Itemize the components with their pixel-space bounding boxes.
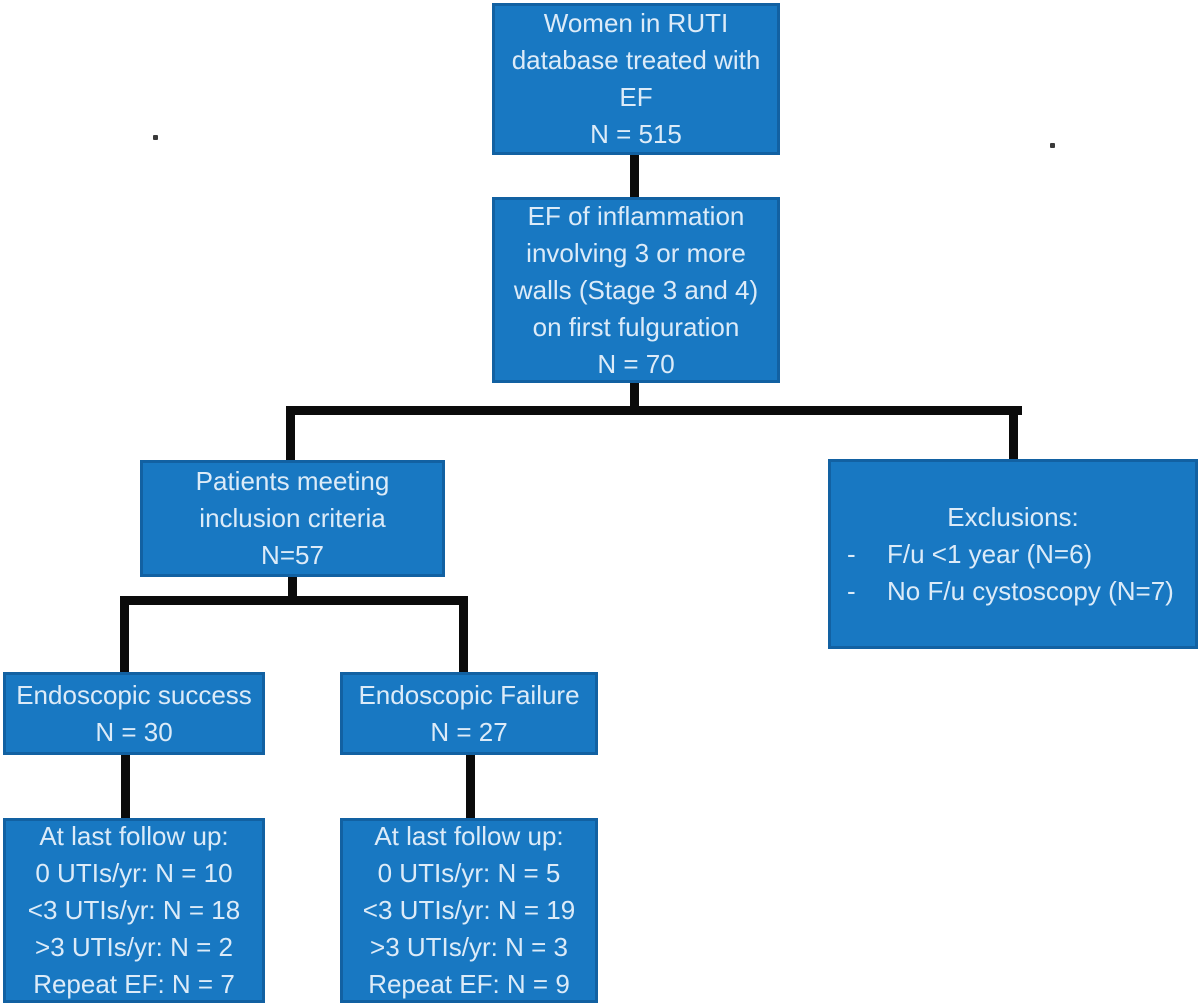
box-endoscopic-failure: Endoscopic Failure N = 27 <box>340 672 598 755</box>
connector-success-to-followup <box>121 753 130 820</box>
box-text-line: N = 27 <box>430 716 508 747</box>
box-text-line: EF <box>619 82 653 112</box>
box-text-line: <3 UTIs/yr: N = 18 <box>27 895 241 925</box>
box-text-line: on first fulguration <box>532 311 740 342</box>
connector-failure-to-followup <box>466 753 475 820</box>
box-failure-followup: At last follow up: 0 UTIs/yr: N = 5 <3 U… <box>340 818 598 1003</box>
box-text-line: 0 UTIs/yr: N = 10 <box>35 858 233 888</box>
box-ef-inflammation: EF of inflammation involving 3 or more w… <box>492 197 780 383</box>
box-text-line: N = 515 <box>590 119 682 149</box>
box-text-line: Patients meeting <box>195 466 390 496</box>
box-text-line: 0 UTIs/yr: N = 5 <box>377 858 561 888</box>
connector-stage-to-branch <box>630 383 639 415</box>
connector-branch-bar-bottom <box>120 596 468 605</box>
connector-drop-to-success <box>120 596 129 674</box>
box-text-line: inclusion criteria <box>199 503 386 533</box>
box-text-line: At last follow up: <box>374 821 564 851</box>
box-text-line: >3 UTIs/yr: N = 2 <box>35 932 233 962</box>
exclusion-item: - F/u <1 year (N=6) <box>831 536 1195 573</box>
box-text-line: N = 30 <box>95 716 173 747</box>
box-exclusions: Exclusions: - F/u <1 year (N=6) - No F/u… <box>828 459 1198 649</box>
box-endoscopic-success: Endoscopic success N = 30 <box>3 672 265 755</box>
box-text-line: Endoscopic success <box>16 679 252 710</box>
box-text-line: database treated with <box>511 45 761 75</box>
box-text-line: Women in RUTI <box>543 8 729 38</box>
box-text-line: >3 UTIs/yr: N = 3 <box>370 932 568 962</box>
box-text-line: N = 70 <box>597 348 675 379</box>
box-inclusion-criteria: Patients meeting inclusion criteria N=57 <box>140 460 445 577</box>
box-text-line: walls (Stage 3 and 4) <box>513 274 759 305</box>
box-text-line: At last follow up: <box>39 821 229 851</box>
box-text-line: Repeat EF: N = 9 <box>368 969 570 999</box>
connector-drop-to-exclusions <box>1009 406 1018 462</box>
box-text-line: EF of inflammation <box>527 200 745 231</box>
exclusion-item-text: No F/u cystoscopy (N=7) <box>887 575 1174 606</box>
connector-root-to-stage <box>630 153 639 199</box>
artifact-dot-left <box>153 135 158 140</box>
connector-branch-bar-top <box>286 406 1022 415</box>
connector-drop-to-inclusion <box>286 406 295 462</box>
exclusion-item-text: F/u <1 year (N=6) <box>887 538 1093 569</box>
box-text-line: N=57 <box>261 540 324 570</box>
box-text-line: <3 UTIs/yr: N = 19 <box>362 895 576 925</box>
box-text-line: Repeat EF: N = 7 <box>33 969 235 999</box>
artifact-dot-right <box>1050 143 1055 148</box>
connector-drop-to-failure <box>459 596 468 674</box>
box-text-line: Endoscopic Failure <box>358 679 580 710</box>
box-text-line: involving 3 or more <box>526 237 746 268</box>
connector-inclusion-to-branch <box>288 575 297 605</box>
bullet-dash: - <box>847 575 856 606</box>
exclusion-item: - No F/u cystoscopy (N=7) <box>831 573 1195 610</box>
box-success-followup: At last follow up: 0 UTIs/yr: N = 10 <3 … <box>3 818 265 1003</box>
exclusions-title: Exclusions: <box>947 501 1079 532</box>
bullet-dash: - <box>847 538 856 569</box>
box-ruti-database: Women in RUTI database treated with EF N… <box>492 3 780 155</box>
